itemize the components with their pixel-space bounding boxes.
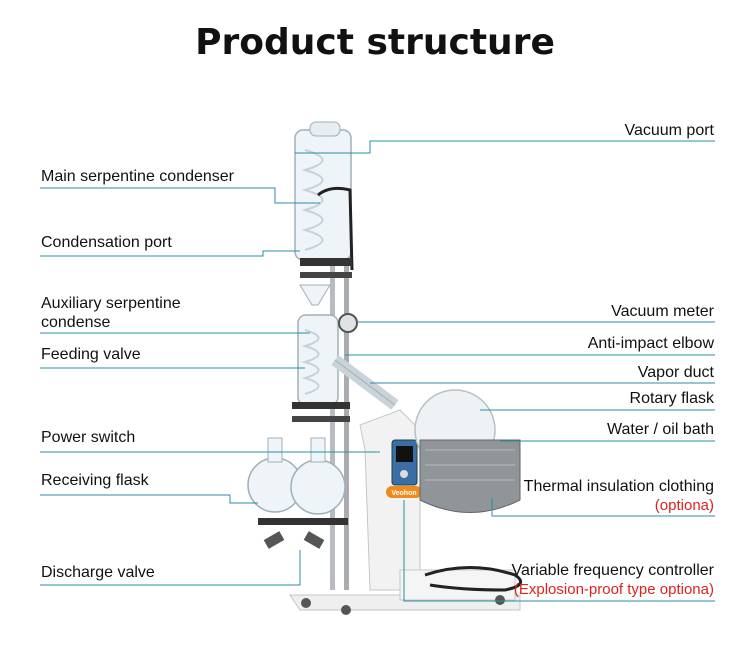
support-rod-right <box>344 180 349 590</box>
label-feeding-valve: Feeding valve <box>41 346 141 363</box>
brand-badge <box>386 486 422 498</box>
label-thermal-insulation-note: (optiona) <box>654 497 714 514</box>
discharge-valve-left <box>263 531 285 549</box>
condenser-clamp-1 <box>300 258 352 266</box>
label-power-switch: Power switch <box>41 429 136 446</box>
power-cord <box>424 566 523 592</box>
flask-support-tray <box>258 518 348 525</box>
receiving-flask-right <box>290 437 346 515</box>
label-receiving-flask: Receiving flask <box>41 472 149 489</box>
label-vapor-duct: Vapor duct <box>637 364 714 381</box>
label-vf-controller: Variable frequency controller <box>511 562 714 579</box>
brand-badge-text: Veohon <box>391 490 416 497</box>
caster-2 <box>341 605 351 615</box>
label-vacuum-meter: Vacuum meter <box>611 303 714 320</box>
water-oil-bath <box>419 439 521 513</box>
label-rotary-flask: Rotary flask <box>629 390 714 407</box>
label-vacuum-port: Vacuum port <box>624 122 714 139</box>
receiving-flask-left <box>247 437 303 513</box>
label-aux-condenser: Auxiliary serpentine condense <box>41 295 181 331</box>
aux-clamp-2 <box>292 416 350 422</box>
label-main-condenser: Main serpentine condenser <box>41 168 235 185</box>
label-condensation-port: Condensation port <box>41 234 172 251</box>
condenser-clamp-2 <box>300 272 352 278</box>
aux-clamp-1 <box>292 402 350 409</box>
main-condenser-glass <box>294 121 352 261</box>
leader-lines <box>40 140 715 602</box>
coolant-tube <box>317 186 354 271</box>
label-discharge-valve: Discharge valve <box>41 564 155 581</box>
caster-1 <box>301 598 311 608</box>
label-water-oil-bath: Water / oil bath <box>606 421 714 438</box>
discharge-valve-right <box>303 531 325 549</box>
vacuum-meter-gauge <box>338 313 358 333</box>
aux-condenser-glass <box>297 284 339 406</box>
label-thermal-insulation: Thermal insulation clothing <box>523 478 714 495</box>
label-vf-controller-note: (Explosion-proof type optiona) <box>513 581 714 598</box>
main-frame <box>359 409 421 591</box>
caster-3 <box>495 595 505 605</box>
label-anti-impact-elbow: Anti-impact elbow <box>587 335 714 352</box>
page-title: Product structure <box>195 22 555 63</box>
